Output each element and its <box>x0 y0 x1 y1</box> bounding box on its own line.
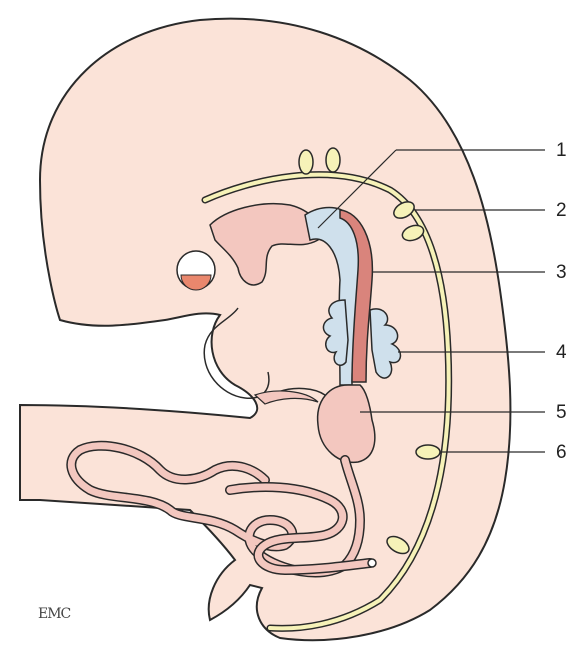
ganglion-marker <box>299 150 313 174</box>
emc-watermark: EMC <box>38 606 71 622</box>
callout-5: 5 <box>556 402 567 423</box>
ganglion-marker <box>326 148 340 172</box>
ganglion-marker <box>416 445 440 459</box>
intestine-end <box>368 559 376 567</box>
callout-4: 4 <box>556 342 567 363</box>
callout-2: 2 <box>556 200 567 221</box>
callout-1: 1 <box>556 140 567 161</box>
callout-6: 6 <box>556 442 567 463</box>
callout-3: 3 <box>556 262 567 283</box>
